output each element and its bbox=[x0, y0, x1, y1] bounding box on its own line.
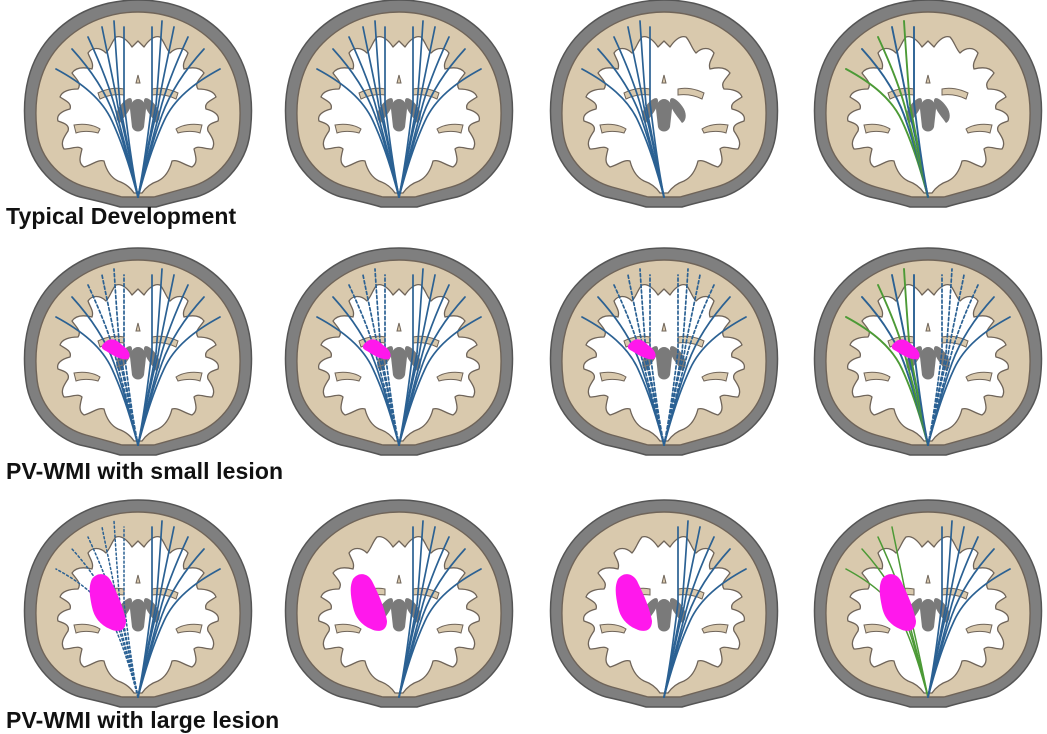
row-label-typical: Typical Development bbox=[6, 203, 236, 230]
brain-section-small-lesion-1 bbox=[20, 245, 256, 459]
third-ventricle bbox=[656, 347, 672, 380]
third-ventricle bbox=[656, 99, 672, 132]
third-ventricle bbox=[391, 347, 407, 380]
brain-section-typical-3 bbox=[546, 0, 782, 211]
third-ventricle bbox=[130, 599, 146, 632]
brain-section-large-lesion-2 bbox=[281, 497, 517, 711]
third-ventricle bbox=[130, 347, 146, 380]
row-label-small-lesion: PV-WMI with small lesion bbox=[6, 458, 283, 485]
row-label-large-lesion: PV-WMI with large lesion bbox=[6, 707, 279, 734]
brain-section-typical-4 bbox=[810, 0, 1046, 211]
brain-section-typical-1 bbox=[20, 0, 256, 211]
brain-section-large-lesion-1 bbox=[20, 497, 256, 711]
brain-section-small-lesion-3 bbox=[546, 245, 782, 459]
third-ventricle bbox=[656, 599, 672, 632]
brain-section-small-lesion-2 bbox=[281, 245, 517, 459]
third-ventricle bbox=[391, 99, 407, 132]
brain-section-large-lesion-3 bbox=[546, 497, 782, 711]
third-ventricle bbox=[920, 347, 936, 380]
third-ventricle bbox=[130, 99, 146, 132]
third-ventricle bbox=[920, 599, 936, 632]
brain-section-typical-2 bbox=[281, 0, 517, 211]
brain-section-large-lesion-4 bbox=[810, 497, 1046, 711]
third-ventricle bbox=[920, 99, 936, 132]
brain-section-small-lesion-4 bbox=[810, 245, 1046, 459]
third-ventricle bbox=[391, 599, 407, 632]
